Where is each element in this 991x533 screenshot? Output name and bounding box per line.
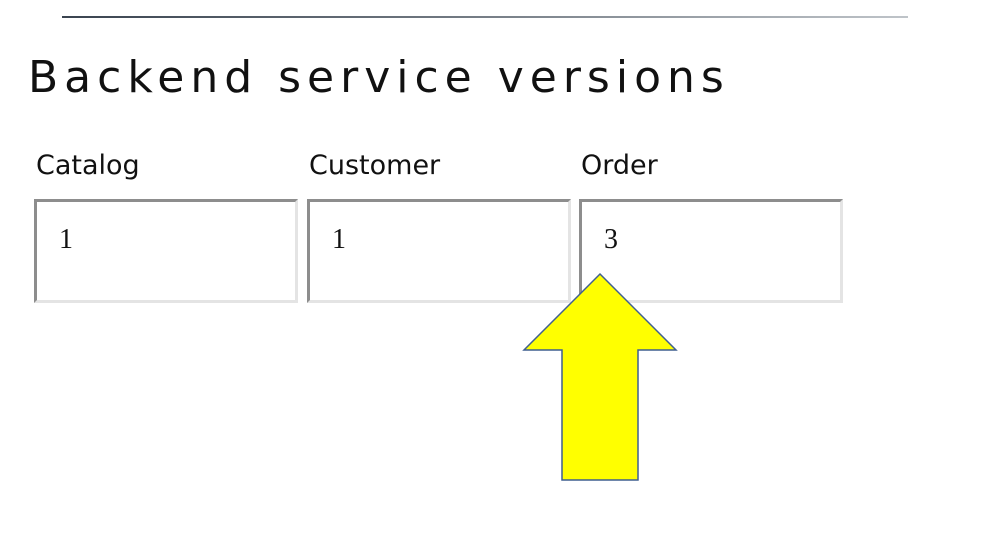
customer-field: Customer 1 bbox=[307, 146, 571, 303]
up-arrow-icon bbox=[522, 272, 678, 481]
order-label: Order bbox=[581, 150, 658, 181]
order-version-input[interactable]: 3 bbox=[579, 199, 843, 303]
catalog-label: Catalog bbox=[36, 150, 140, 181]
page-title: Backend service versions bbox=[28, 52, 730, 103]
order-field: Order 3 bbox=[579, 146, 843, 303]
catalog-version-input[interactable]: 1 bbox=[34, 199, 298, 303]
top-divider bbox=[62, 16, 908, 18]
customer-version-input[interactable]: 1 bbox=[307, 199, 571, 303]
up-arrow-shape bbox=[522, 272, 678, 481]
catalog-field: Catalog 1 bbox=[34, 146, 298, 303]
customer-label: Customer bbox=[309, 150, 441, 181]
